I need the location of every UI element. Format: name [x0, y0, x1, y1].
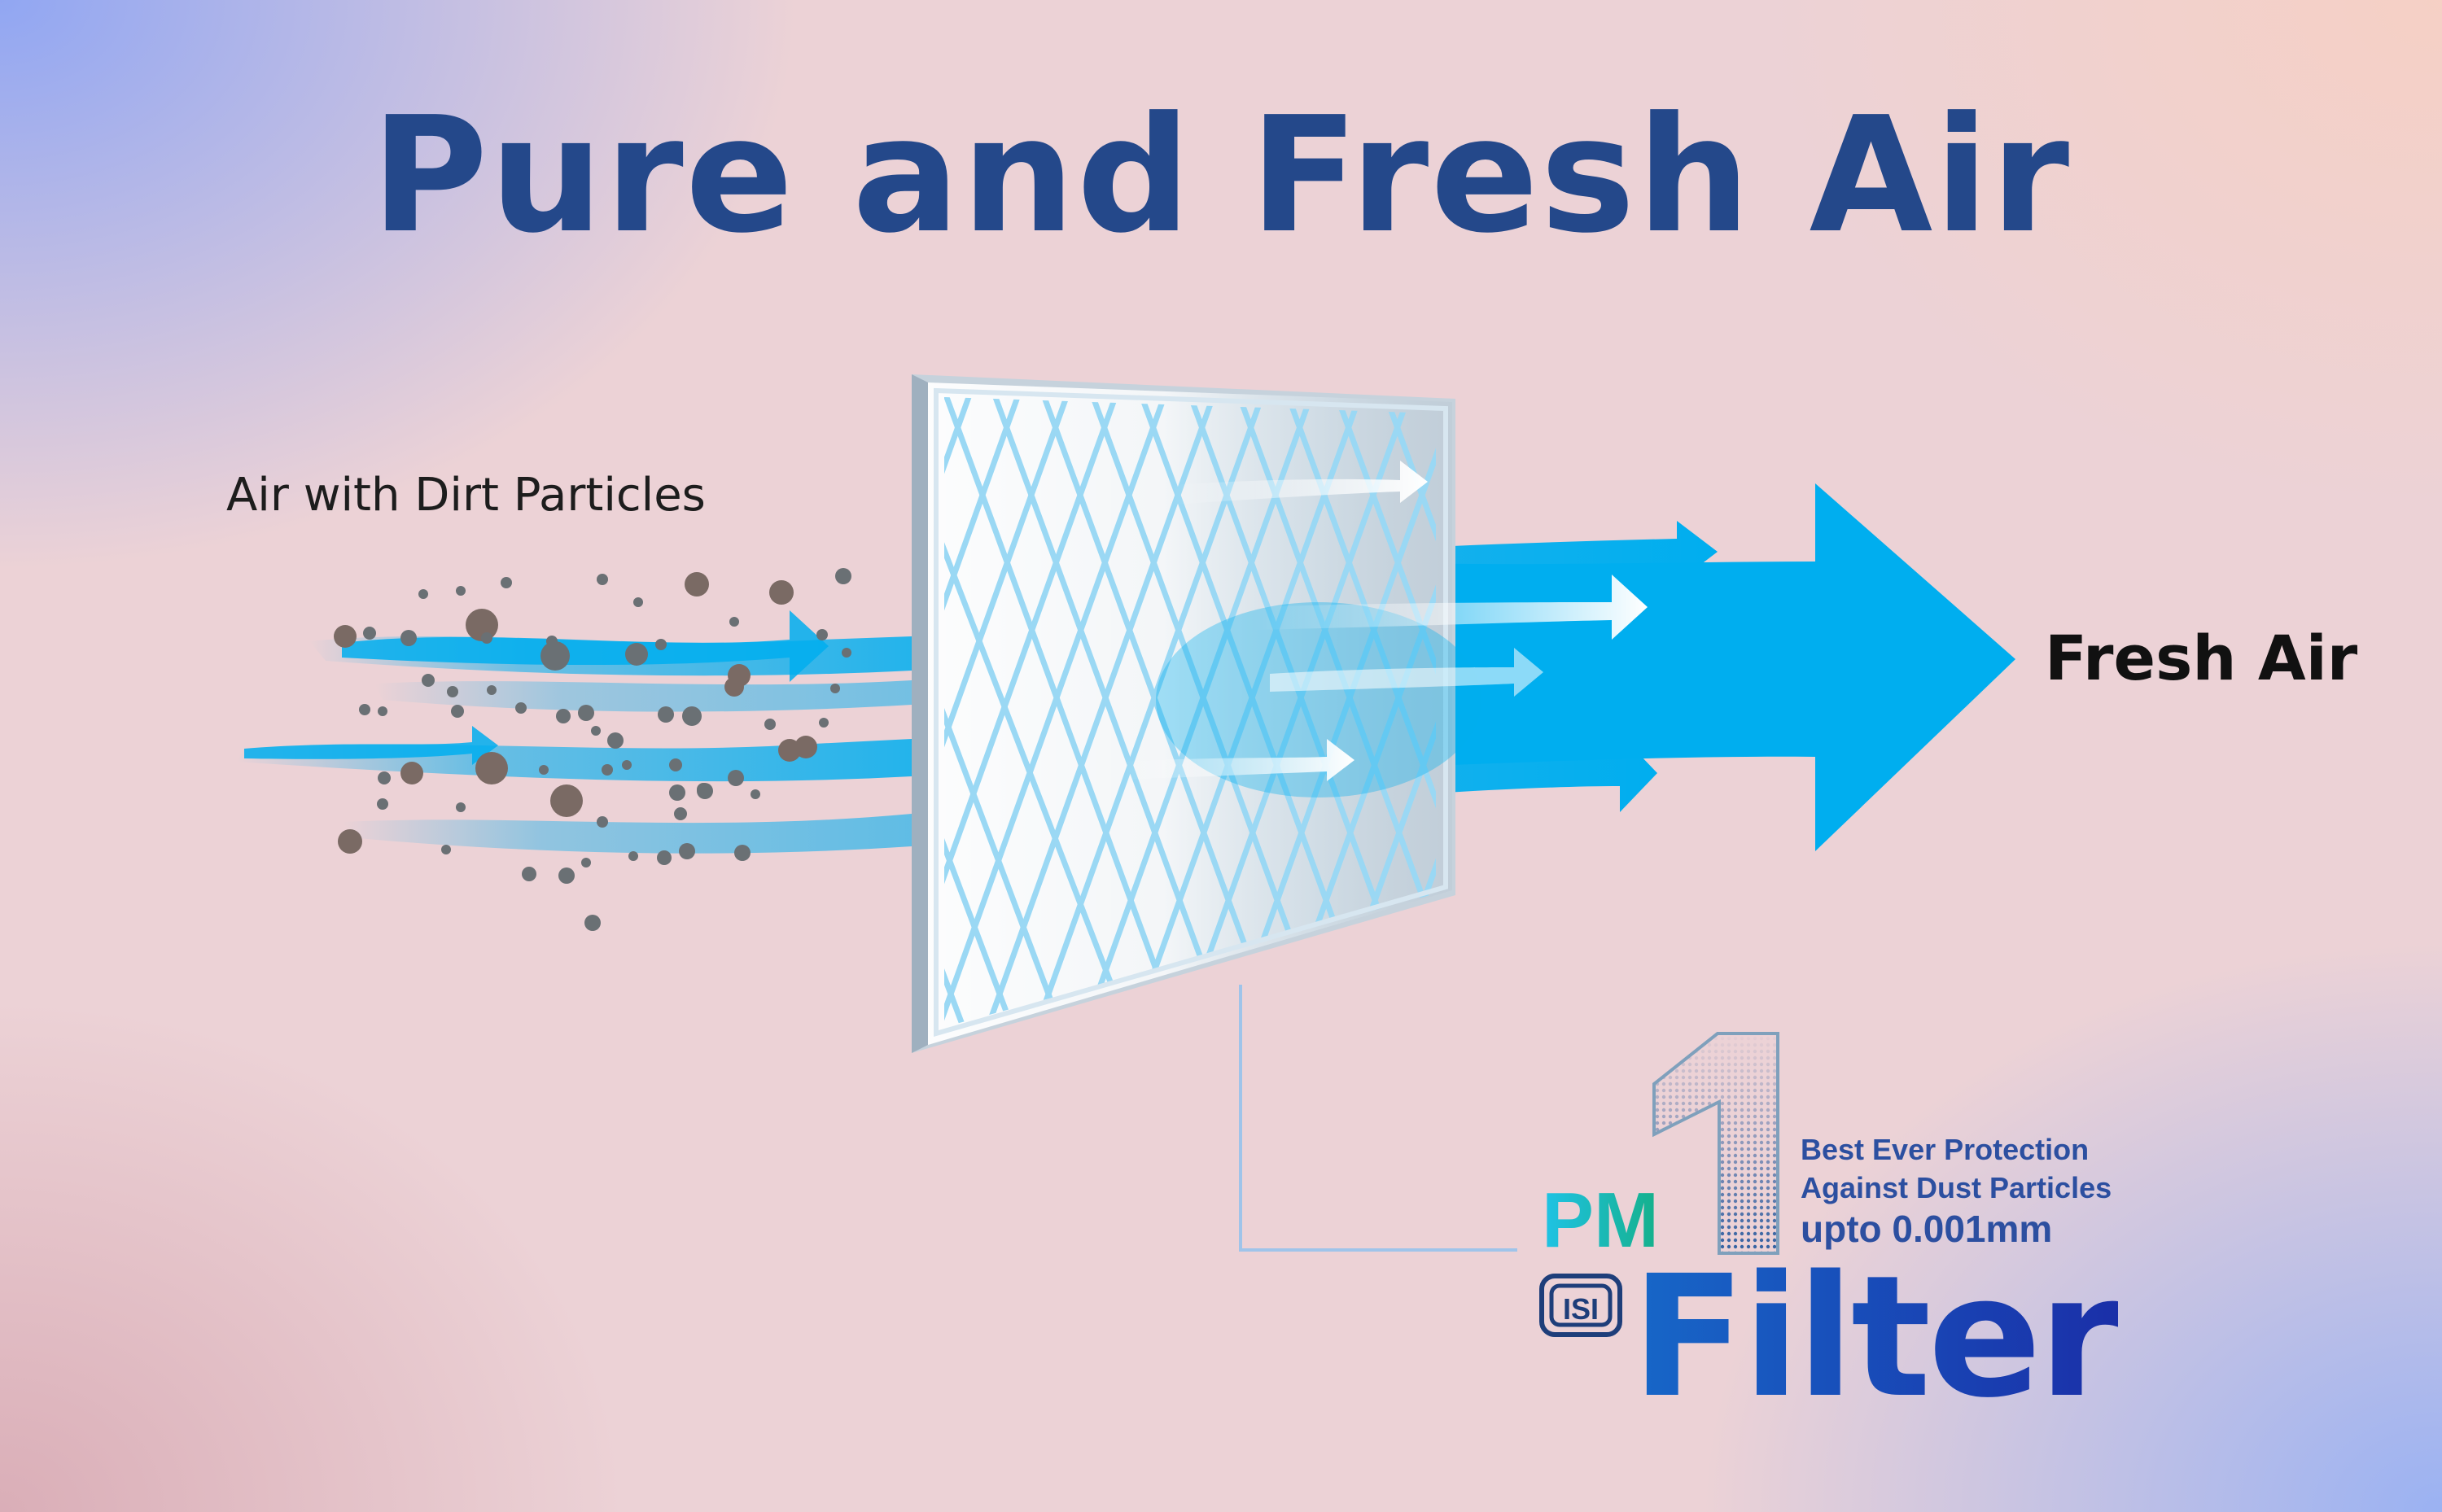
arrow-icon	[1270, 648, 1543, 697]
logo-filter-word: Filter	[1631, 1239, 2121, 1435]
arrow-icon	[1172, 461, 1428, 505]
logo-tagline-line3: upto 0.001mm	[1801, 1208, 2053, 1250]
filter-mesh	[944, 397, 1436, 1027]
logo-tagline-line2: Against Dust Particles	[1801, 1170, 2112, 1204]
isi-mark-icon: ISI	[1539, 1274, 1622, 1337]
dirty-air-label: Air with Dirt Particles	[226, 469, 706, 522]
logo-pm: PM	[1542, 1177, 1659, 1264]
fresh-air-label: Fresh Air	[2045, 622, 2358, 694]
dirty-air-flow	[236, 610, 912, 854]
pm-digit-graphic	[1652, 1032, 1779, 1255]
arrow-icon	[342, 610, 829, 682]
logo-tagline-line1: Best Ever Protection	[1801, 1133, 2090, 1166]
logo-tagline: Best Ever Protection Against Dust Partic…	[1801, 1131, 2112, 1208]
filter-panel	[912, 374, 1648, 1053]
connector-line	[1239, 985, 1517, 1252]
arrow-icon	[1254, 575, 1648, 640]
arrow-icon	[1123, 739, 1354, 781]
page-title: Pure and Fresh Air	[370, 83, 2072, 269]
isi-mark-text: ISI	[1563, 1292, 1599, 1326]
arrow-icon	[244, 726, 498, 765]
dust-particles	[334, 568, 851, 931]
